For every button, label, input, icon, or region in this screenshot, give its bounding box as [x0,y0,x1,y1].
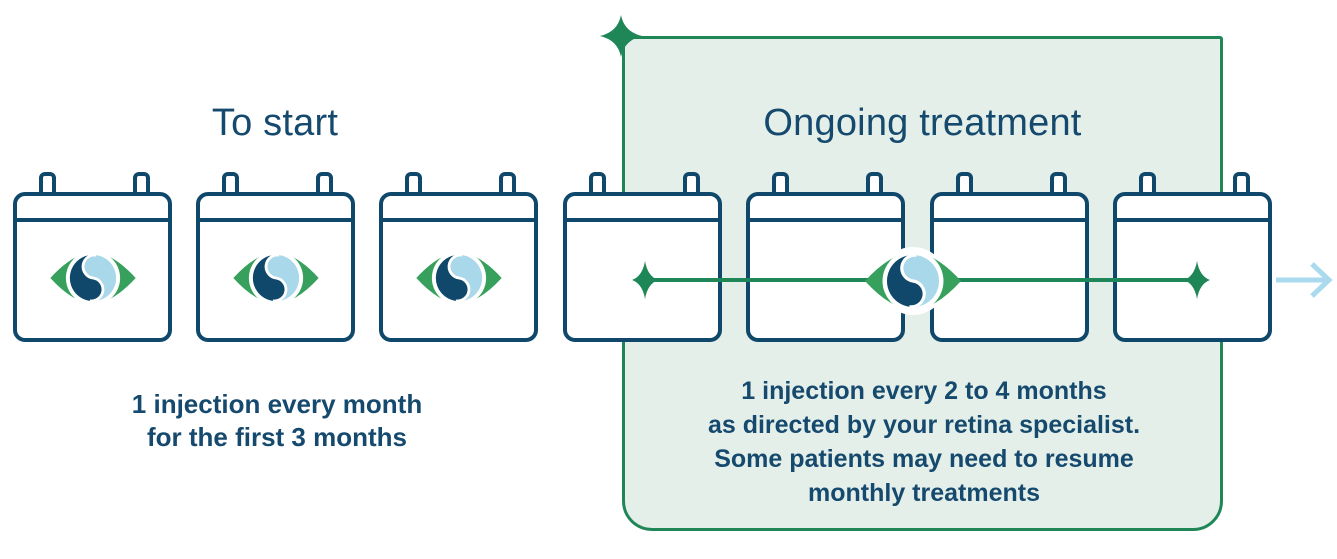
caption-line: 1 injection every 2 to 4 months [741,377,1107,405]
eye-swirl-logo-icon [226,246,326,310]
calendar-icon [563,172,722,343]
section-title-ongoing-treatment: Ongoing treatment [763,102,1082,144]
calendar-divider [17,218,168,222]
caption-line: as directed by your retina specialist. [707,411,1141,439]
calendar-divider [383,218,534,222]
diamond-marker-icon [1183,260,1211,300]
calendar-divider [750,218,901,222]
calendar-divider [567,218,718,222]
calendar-body [563,192,722,342]
diamond-marker-icon [631,260,659,300]
calendar-body [13,192,172,342]
calendar-body [1113,192,1272,342]
caption-to-start: 1 injection every month for the first 3 … [57,388,497,454]
calendar-icon [196,172,355,343]
calendar-body [746,192,905,342]
eye-swirl-logo-icon [858,245,968,317]
calendar-icon [379,172,538,343]
caption-line: Some patients may need to resume [714,445,1134,473]
calendar-divider [934,218,1085,222]
calendar-icon [746,172,905,343]
right-arrow-icon [1276,262,1333,298]
caption-line: monthly treatments [808,479,1040,507]
caption-ongoing-treatment: 1 injection every 2 to 4 months as direc… [638,374,1210,510]
eye-swirl-logo-icon [409,246,509,310]
calendar-body [379,192,538,342]
eye-swirl-logo-icon [43,246,143,310]
calendar-body [196,192,355,342]
calendar-icon [1113,172,1272,343]
calendar-icon [930,172,1089,343]
calendar-divider [1117,218,1268,222]
sparkle-icon [599,14,643,58]
section-title-to-start: To start [211,102,339,144]
caption-line: 1 injection every month [131,389,423,419]
calendar-icon [13,172,172,343]
calendar-divider [200,218,351,222]
caption-line: for the first 3 months [146,422,407,452]
